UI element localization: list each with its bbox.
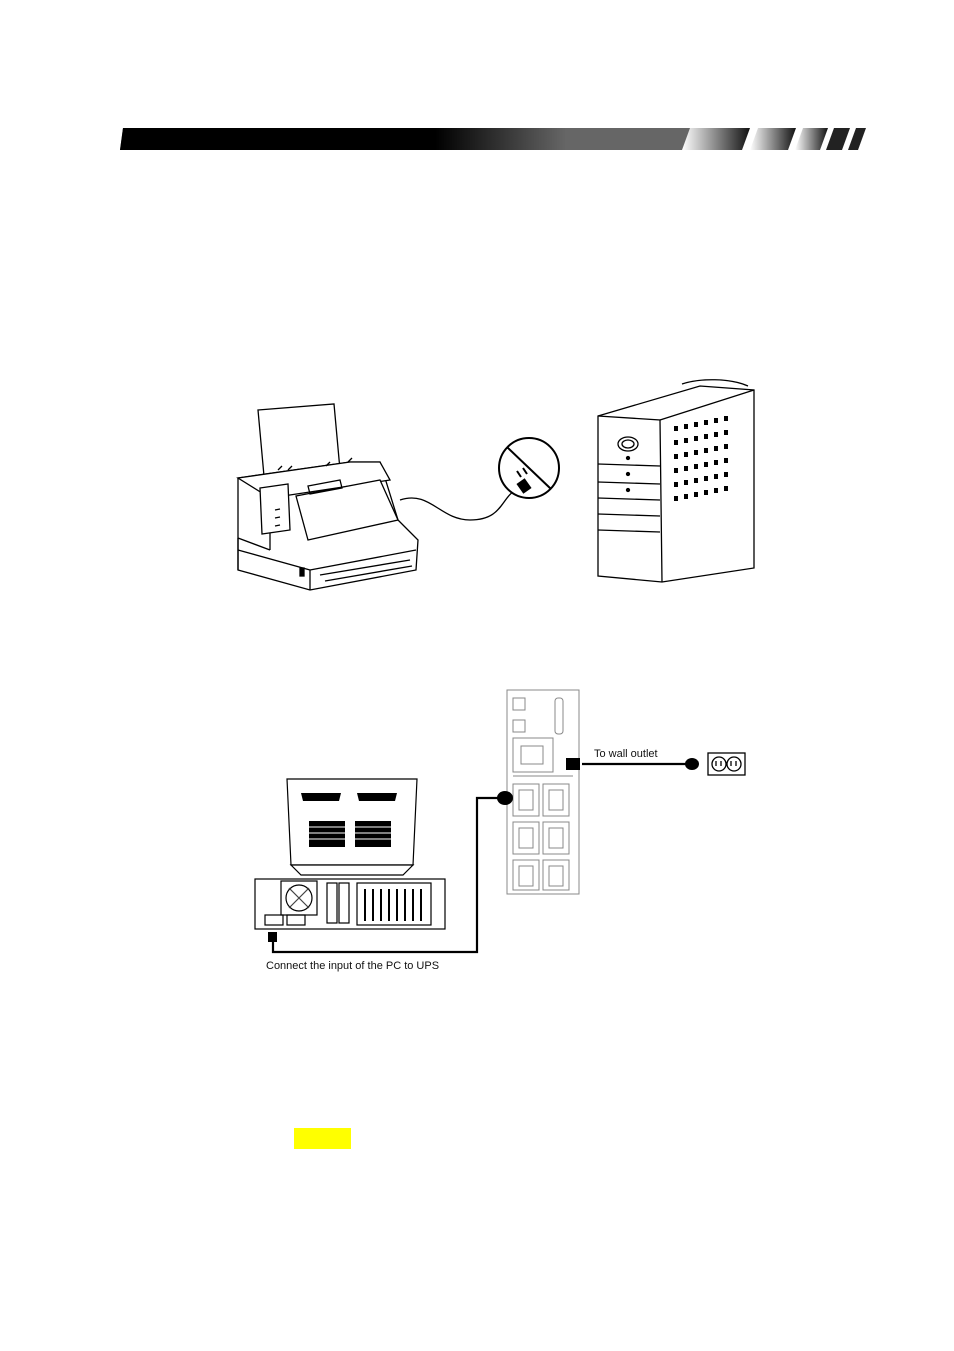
pc-connection-label: Connect the input of the PC to UPS xyxy=(266,960,439,972)
yellow-highlight xyxy=(294,1128,351,1149)
wall-outlet-label: To wall outlet xyxy=(594,748,658,760)
wall-outlet-icon xyxy=(707,752,747,778)
